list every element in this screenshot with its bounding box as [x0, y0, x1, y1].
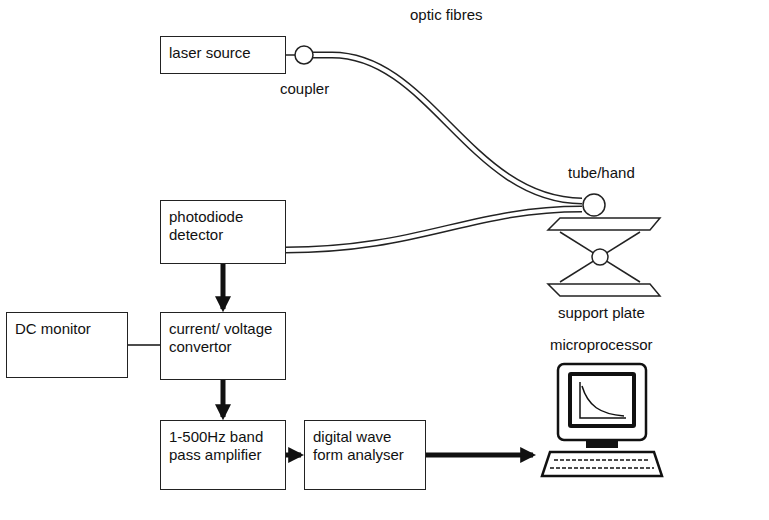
- flow-arrow: [426, 453, 533, 458]
- device-label: microprocessor: [536, 336, 666, 354]
- convertor-box: current/ voltage convertor: [160, 312, 286, 380]
- computer-icon: [536, 360, 666, 484]
- box-text: photodiode detector: [169, 208, 277, 244]
- coupler-symbol: [295, 46, 313, 64]
- support-plate: [548, 218, 660, 296]
- connector-line: [128, 344, 160, 346]
- analyser-box: digital wave form analyser: [304, 420, 426, 490]
- source-box: laser source: [160, 36, 286, 74]
- box-text: current/ voltage convertor: [169, 320, 277, 356]
- fibre-label: optic fibres: [408, 6, 485, 24]
- tube-label: tube/hand: [566, 164, 637, 182]
- box-text: DC monitor: [15, 320, 119, 338]
- box-text: 1-500Hz band pass amplifier: [169, 428, 277, 464]
- plate-label: support plate: [556, 304, 647, 322]
- flow-arrow: [221, 380, 226, 417]
- tube-symbol: [583, 194, 605, 216]
- flow-arrow: [221, 264, 226, 309]
- coupler-label: coupler: [278, 80, 331, 98]
- amplifier-box: 1-500Hz band pass amplifier: [160, 420, 286, 490]
- computer-node: microprocessor: [536, 336, 666, 486]
- monitor-box: DC monitor: [6, 312, 128, 378]
- flow-arrow: [286, 453, 301, 458]
- box-text: laser source: [169, 44, 277, 62]
- detector-box: photodiode detector: [160, 200, 286, 264]
- box-text: digital wave form analyser: [313, 428, 417, 464]
